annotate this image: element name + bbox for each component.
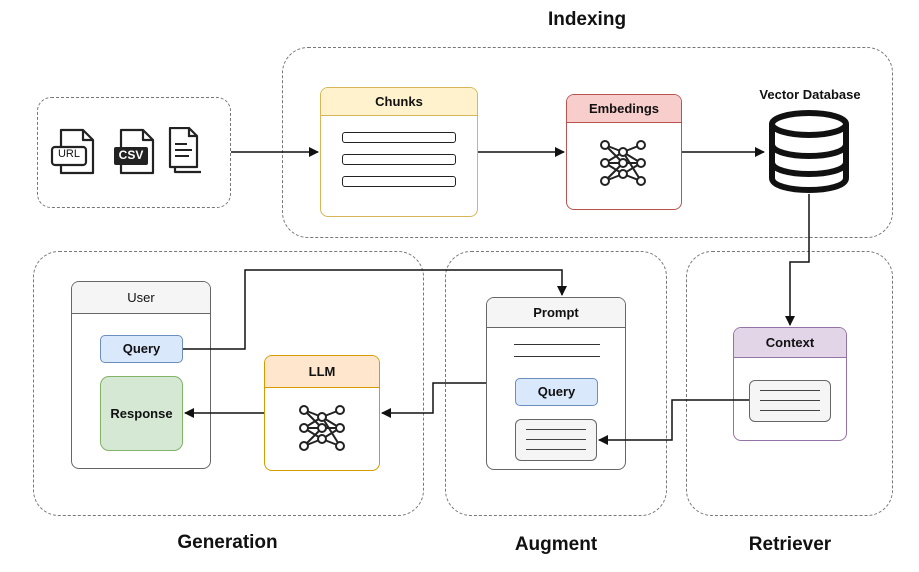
arrow-database-to-context	[785, 194, 810, 326]
database-icon	[766, 108, 852, 194]
generation-region	[33, 251, 424, 516]
prompt-context-document	[515, 419, 597, 461]
augment-title: Augment	[514, 534, 598, 555]
arrow-query-to-prompt	[183, 269, 567, 350]
text-line	[526, 439, 586, 440]
neural-network-icon	[598, 138, 648, 188]
user-response: Response	[100, 376, 183, 451]
arrow-context-to-prompt	[598, 399, 749, 445]
text-line	[514, 356, 600, 357]
text-line	[760, 410, 820, 411]
sources-group	[37, 97, 231, 208]
prompt-title: Prompt	[487, 298, 625, 328]
neural-network-icon	[297, 403, 347, 453]
text-line	[760, 400, 820, 401]
user-title: User	[72, 282, 210, 314]
text-line	[526, 429, 586, 430]
text-line	[514, 344, 600, 345]
chunk-bar	[342, 176, 456, 187]
url-file-icon: URL	[50, 127, 100, 177]
user-query: Query	[100, 335, 183, 363]
embedings-title: Embedings	[567, 95, 681, 123]
indexing-region	[282, 47, 893, 238]
chunk-bar	[342, 132, 456, 143]
text-line	[526, 449, 586, 450]
context-title: Context	[734, 328, 846, 358]
url-label: URL	[57, 148, 80, 160]
csv-label: CSV	[118, 148, 144, 162]
indexing-title: Indexing	[547, 9, 627, 30]
retriever-title: Retriever	[748, 534, 832, 555]
document-stack-icon	[165, 126, 211, 177]
arrow-prompt-to-llm	[381, 382, 486, 418]
llm-title: LLM	[265, 356, 379, 388]
text-line	[760, 390, 820, 391]
retriever-region	[686, 251, 893, 516]
chunk-bar	[342, 154, 456, 165]
chunks-card: Chunks	[320, 87, 478, 217]
csv-file-icon: CSV	[110, 127, 160, 177]
context-document	[749, 380, 831, 422]
prompt-query: Query	[515, 378, 598, 406]
chunks-title: Chunks	[321, 88, 477, 116]
generation-title: Generation	[177, 532, 278, 553]
vector-database-title: Vector Database	[759, 87, 861, 102]
